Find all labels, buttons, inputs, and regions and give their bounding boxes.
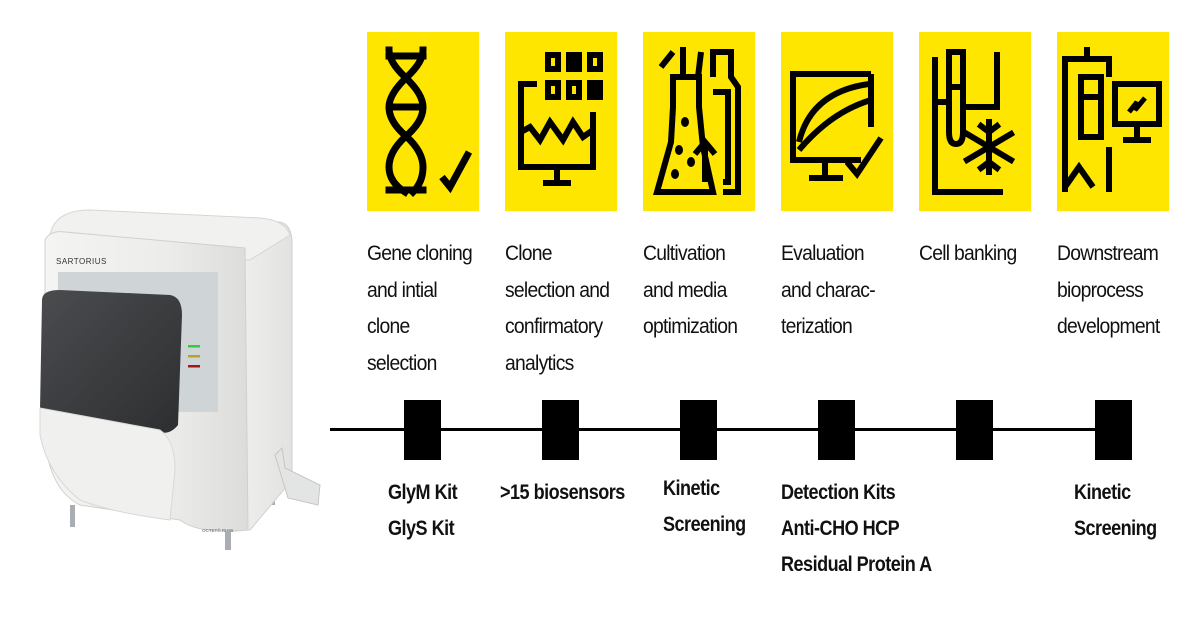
timeline-marker (404, 400, 441, 460)
timeline-marker (542, 400, 579, 460)
product-label-gly-kits: GlyM Kit GlyS Kit (388, 481, 458, 540)
instrument-brand: SARTORIUS (56, 257, 107, 266)
stage-icon-clone-selection (505, 32, 617, 211)
product-label-kinetic-screening-downstream: Kinetic Screening (1074, 481, 1157, 540)
stage-icon-evaluation (781, 32, 893, 211)
monitor-wells-icon (518, 52, 603, 186)
stage-icon-cultivation (643, 32, 755, 211)
stage-label-cell-banking: Cell banking (919, 242, 1017, 265)
tube-snowflake-icon (932, 49, 1016, 195)
timeline-line (330, 428, 1115, 431)
status-light-power (188, 345, 200, 348)
stage-label-cultivation: Cultivation and media optimization (643, 242, 738, 338)
stage-label-clone-selection: Clone selection and confirmatory analyti… (505, 242, 610, 375)
dna-check-icon (385, 46, 473, 197)
stage-label-gene-cloning: Gene cloning and intial clone selection (367, 242, 473, 375)
octet-instrument-image: SARTORIUS OCTET® RH96 (20, 200, 340, 590)
instrument-model: OCTET® RH96 (202, 527, 234, 533)
flask-bioreactor-icon (653, 47, 741, 195)
status-light-status (188, 355, 200, 358)
timeline-marker (818, 400, 855, 460)
stage-icon-cell-banking (919, 32, 1031, 211)
status-light-error (188, 365, 200, 368)
stage-label-downstream: Downstream bioprocess development (1057, 242, 1160, 338)
product-label-kinetic-screening: Kinetic Screening (663, 477, 746, 536)
product-label-detection-kits: Detection Kits Anti-CHO HCP Residual Pro… (781, 481, 932, 576)
column-monitor-icon (1062, 47, 1162, 192)
stage-icon-gene-cloning (367, 32, 479, 211)
stage-label-evaluation: Evaluation and charac- terization (781, 242, 876, 338)
timeline-marker (680, 400, 717, 460)
timeline-marker (1095, 400, 1132, 460)
monitor-curve-check-icon (790, 71, 884, 181)
timeline-marker (956, 400, 993, 460)
product-label-biosensors: >15 biosensors (500, 481, 625, 504)
stage-icon-downstream (1057, 32, 1169, 211)
